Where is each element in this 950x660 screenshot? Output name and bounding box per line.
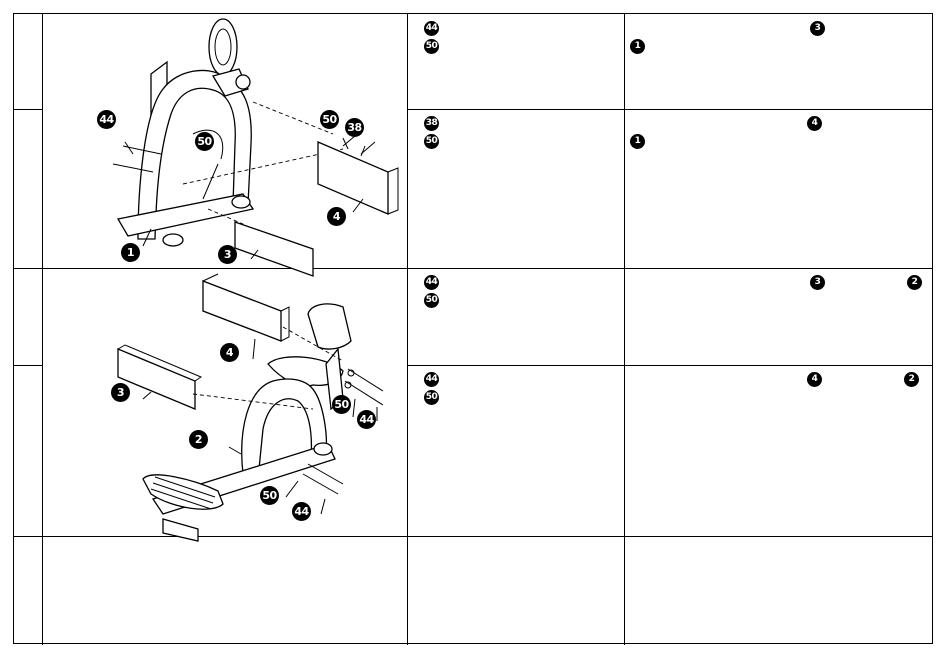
assembly-diagram-rear-stabilizer <box>43 269 407 537</box>
part-badge: 44 <box>424 275 439 290</box>
part-badge: 1 <box>630 134 645 149</box>
parts-list: 44 50 <box>424 275 439 308</box>
callout-4: 4 <box>220 343 239 362</box>
part-badge: 3 <box>810 21 825 36</box>
part-badge: 4 <box>807 116 822 131</box>
callout-50: 50 <box>195 132 214 151</box>
part-badge: 2 <box>907 275 922 290</box>
callout-50: 50 <box>260 486 279 505</box>
part-badge: 1 <box>630 39 645 54</box>
parts-list: 44 50 <box>424 21 439 54</box>
part-badge: 44 <box>424 21 439 36</box>
part-badge: 50 <box>424 390 439 405</box>
callout-3: 3 <box>111 383 130 402</box>
callout-3: 3 <box>218 245 237 264</box>
part-badge: 50 <box>424 134 439 149</box>
part-badge: 4 <box>807 372 822 387</box>
callout-44: 44 <box>97 110 116 129</box>
callout-50: 50 <box>320 110 339 129</box>
callout-2: 2 <box>189 430 208 449</box>
row-divider <box>407 365 933 366</box>
assembly-diagram-front-stabilizer <box>43 14 407 268</box>
callout-50: 50 <box>332 395 351 414</box>
parts-list: 44 50 <box>424 372 439 405</box>
callout-44: 44 <box>292 502 311 521</box>
callout-4: 4 <box>327 207 346 226</box>
callout-44: 44 <box>357 410 376 429</box>
part-badge: 50 <box>424 293 439 308</box>
row-divider <box>14 365 43 366</box>
part-badge: 44 <box>424 372 439 387</box>
parts-list: 38 50 <box>424 116 439 149</box>
callout-38: 38 <box>345 118 364 137</box>
row-divider <box>407 109 933 110</box>
part-badge: 2 <box>904 372 919 387</box>
instruction-table: 44 50 3 1 38 50 4 1 44 50 3 2 44 50 4 2 <box>13 13 933 644</box>
part-badge: 3 <box>810 275 825 290</box>
part-badge: 38 <box>424 116 439 131</box>
part-badge: 50 <box>424 39 439 54</box>
row-divider <box>14 109 43 110</box>
callout-1: 1 <box>121 243 140 262</box>
